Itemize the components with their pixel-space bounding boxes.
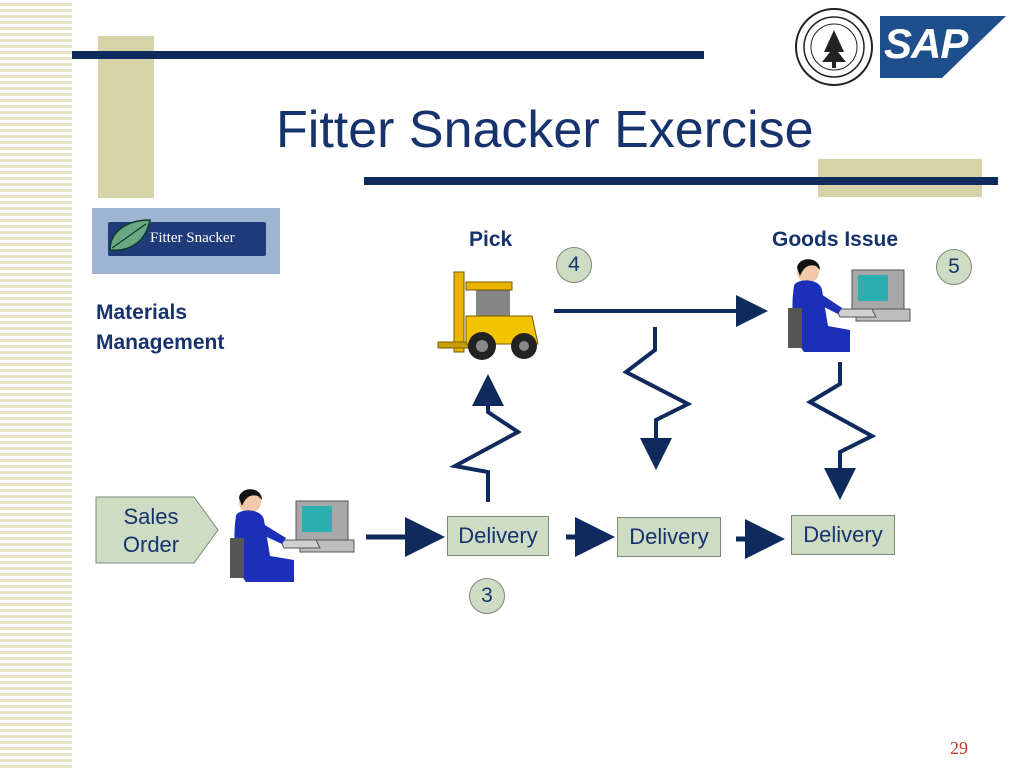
decorative-stripes (0, 0, 72, 768)
pick-label: Pick (469, 228, 513, 251)
tan-accent-left (98, 36, 154, 198)
sap-logo: SAP (884, 20, 968, 67)
person-at-computer-icon-2 (788, 259, 911, 352)
page-title: Fitter Snacker Exercise (276, 101, 814, 159)
navy-rule-top (72, 51, 704, 59)
delivery-box-1: Delivery (447, 516, 549, 556)
fitter-snacker-logo-text: Fitter Snacker (150, 230, 235, 246)
page-number: 29 (950, 738, 968, 758)
step-badge-3: 3 (469, 578, 505, 614)
seal-graphic (795, 8, 873, 86)
person-at-computer-icon-1 (230, 489, 355, 582)
navy-rule-bottom (364, 177, 998, 185)
step-badge-5: 5 (936, 249, 972, 285)
goods-issue-label: Goods Issue (772, 228, 899, 251)
forklift-icon (437, 271, 539, 360)
delivery-box-3: Delivery (791, 515, 895, 555)
step-badge-4: 4 (556, 247, 592, 283)
delivery-box-2: Delivery (617, 517, 721, 557)
section-label: Materials Management (96, 301, 225, 354)
sales-order-label: Sales Order (122, 504, 180, 557)
